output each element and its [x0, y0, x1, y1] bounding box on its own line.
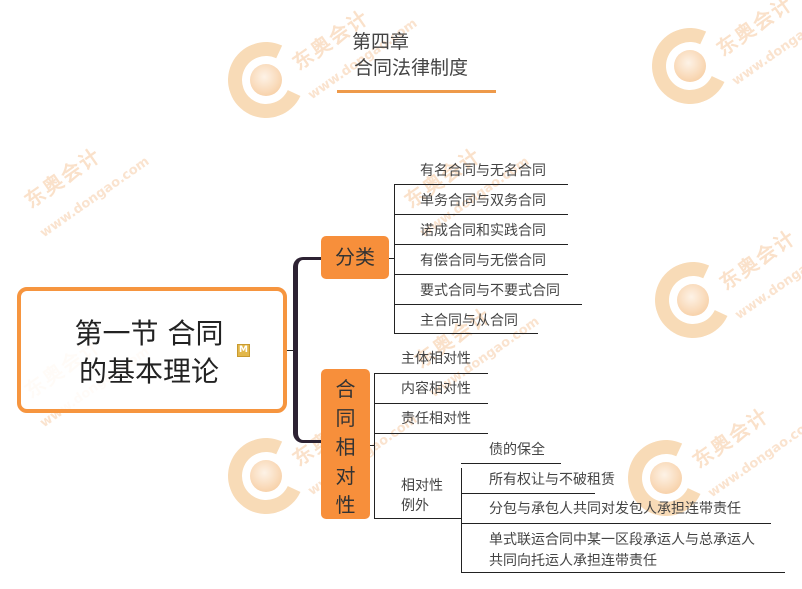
root-topic-text: 第一节 合同 的基本理论 [74, 317, 224, 388]
watermark-ring-icon [641, 17, 739, 115]
branch-classification-node[interactable]: 分类 [321, 236, 389, 279]
watermark-logo: 东奥会计 www.dongao.com [644, 225, 802, 349]
root-topic-node[interactable]: 第一节 合同 的基本理论 M [17, 287, 287, 413]
classification-connector [389, 258, 395, 259]
watermark-ring-icon [644, 251, 742, 349]
relativity-connector [370, 445, 375, 446]
exception-item[interactable]: 分包与承包人共同对发包人承担连带责任 [489, 501, 741, 517]
branch-relativity-node[interactable]: 合 同 相 对 性 [321, 369, 370, 519]
relativity-item[interactable]: 主体相对性 [401, 351, 471, 367]
exception-item[interactable]: 所有权让与不破租赁 [489, 472, 615, 488]
chapter-title: 合同法律制度 [354, 57, 469, 79]
classification-bracket-line [394, 184, 395, 333]
classification-item[interactable]: 有偿合同与无偿合同 [420, 253, 546, 269]
exceptions-bracket-line [461, 468, 462, 572]
root-connector [287, 350, 295, 351]
classification-item[interactable]: 主合同与从合同 [420, 313, 518, 329]
relativity-item[interactable]: 内容相对性 [401, 381, 471, 397]
chapter-heading: 第四章 合同法律制度 [352, 29, 468, 81]
classification-item[interactable]: 有名合同与无名合同 [420, 163, 546, 179]
relativity-bracket-line [374, 373, 375, 518]
classification-item[interactable]: 要式合同与不要式合同 [420, 283, 560, 299]
watermark-ring-icon [217, 31, 315, 129]
watermark-logo: 东奥会计 www.dongao.com [641, 0, 802, 115]
chapter-number: 第四章 [352, 31, 410, 53]
exception-item[interactable]: 单式联运合同中某一区段承运人与总承运人 共同向托运人承担连带责任 [489, 532, 755, 569]
note-icon[interactable]: M [237, 344, 250, 357]
classification-item[interactable]: 诺成合同和实践合同 [420, 223, 546, 239]
branch-bracket [293, 257, 323, 443]
exception-item[interactable]: 债的保全 [489, 442, 545, 458]
chapter-underline [337, 90, 496, 93]
relativity-item[interactable]: 责任相对性 [401, 411, 471, 427]
classification-item[interactable]: 单务合同与双务合同 [420, 193, 546, 209]
watermark-logo: 东奥会计 www.dongao.com [19, 142, 153, 241]
watermark-logo: 东奥会计 www.dongao.com [217, 5, 420, 129]
relativity-exceptions-node[interactable]: 相对性 例外 [401, 478, 443, 514]
